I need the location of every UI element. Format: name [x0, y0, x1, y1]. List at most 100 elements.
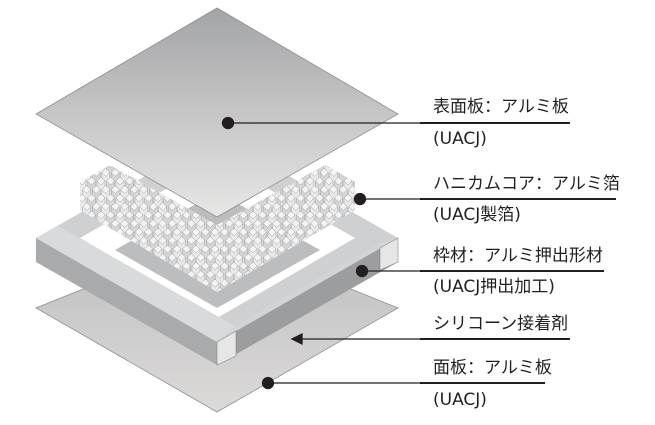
- honeycomb-cell-top: [281, 236, 291, 245]
- honeycomb-cell-top: [201, 261, 210, 271]
- label-underline: [420, 122, 570, 124]
- honeycomb-cell-top: [220, 261, 229, 271]
- honeycomb-cell-top: [125, 176, 134, 186]
- honeycomb-cell-top: [215, 253, 225, 262]
- honeycomb-cell-top: [234, 253, 244, 262]
- honeycomb-cell-top: [334, 193, 343, 203]
- label-bottom-plate-sub: (UACJ): [433, 390, 487, 410]
- honeycomb-cell-top: [87, 176, 96, 186]
- honeycomb-cell-top: [343, 165, 353, 169]
- honeycomb-cell-top: [329, 185, 339, 194]
- honeycomb-cell-top: [324, 193, 334, 203]
- label-underline: [420, 338, 570, 340]
- honeycomb-cell-top: [348, 168, 355, 177]
- honeycomb-cell-top: [262, 202, 272, 211]
- honeycomb-cell-top: [319, 202, 329, 211]
- honeycomb-cell-top: [182, 244, 191, 254]
- honeycomb-cell-top: [248, 244, 258, 254]
- honeycomb-cell-top: [110, 219, 120, 228]
- honeycomb-cell-top: [172, 227, 182, 237]
- label-top-plate: 表面板：アルミ板: [433, 97, 569, 117]
- honeycomb-cell-top: [229, 244, 239, 254]
- honeycomb-cell-top: [243, 219, 253, 228]
- top-face-plate: [35, 7, 399, 218]
- honeycomb-cell-top: [87, 193, 96, 203]
- honeycomb-cell-top: [310, 185, 320, 194]
- honeycomb-cell-top: [205, 270, 215, 279]
- honeycomb-cell-top: [96, 193, 106, 203]
- honeycomb-cell-top: [210, 261, 220, 271]
- honeycomb-cell-top: [338, 202, 348, 211]
- label-underline: [420, 382, 545, 384]
- honeycomb-cell-top: [148, 202, 158, 211]
- honeycomb-cell-top: [300, 185, 310, 194]
- honeycomb-cell-top: [291, 236, 301, 245]
- honeycomb-cell-top: [281, 219, 291, 228]
- honeycomb-cell-top: [305, 176, 315, 186]
- honeycomb-cell-top: [186, 219, 196, 228]
- honeycomb-cell-top: [277, 210, 286, 220]
- leader-dot-icon: [261, 376, 275, 390]
- honeycomb-cell-top: [305, 193, 315, 203]
- honeycomb-cell-top: [82, 168, 92, 177]
- honeycomb-cell-top: [106, 176, 115, 186]
- honeycomb-cell-top: [87, 165, 96, 169]
- honeycomb-cell-top: [158, 202, 168, 211]
- honeycomb-cell-top: [129, 219, 139, 228]
- honeycomb-cell-top: [324, 176, 334, 186]
- leader-arrow-icon: [290, 332, 303, 346]
- honeycomb-cell-top: [315, 176, 324, 186]
- honeycomb-cell-top: [296, 193, 305, 203]
- honeycomb-cell-top: [82, 185, 92, 194]
- honeycomb-cell-top: [96, 165, 106, 169]
- honeycomb-cell-top: [338, 185, 348, 194]
- honeycomb-cell-top: [144, 193, 153, 203]
- honeycomb-cell-top: [205, 236, 215, 245]
- honeycomb-cell-top: [91, 185, 101, 194]
- honeycomb-cell-top: [319, 219, 329, 228]
- honeycomb-cell-top: [291, 202, 301, 211]
- honeycomb-cell-top: [243, 236, 253, 245]
- leader-dot-icon: [353, 192, 367, 206]
- honeycomb-cell-top: [191, 244, 201, 254]
- honeycomb-cell-top: [129, 202, 139, 211]
- honeycomb-cell-top: [134, 193, 144, 203]
- honeycomb-cell-top: [96, 210, 106, 220]
- honeycomb-cell-top: [243, 253, 253, 262]
- label-adhesive: シリコーン接着剤: [433, 314, 569, 334]
- honeycomb-cell-top: [139, 236, 149, 245]
- honeycomb-cell-top: [319, 168, 329, 177]
- honeycomb-cell-top: [210, 227, 220, 237]
- honeycomb-cell-top: [234, 270, 244, 279]
- honeycomb-cell-top: [196, 219, 206, 228]
- honeycomb-cell-top: [153, 227, 163, 237]
- honeycomb-cell-top: [310, 219, 320, 228]
- honeycomb-cell-top: [300, 219, 310, 228]
- honeycomb-cell-top: [234, 219, 244, 228]
- honeycomb-cell-top: [167, 236, 177, 245]
- honeycomb-cell-top: [248, 261, 258, 271]
- honeycomb-cell-top: [253, 236, 263, 245]
- honeycomb-cell-top: [163, 244, 172, 254]
- honeycomb-cell-top: [215, 236, 225, 245]
- honeycomb-cell-top: [196, 236, 206, 245]
- honeycomb-cell-top: [329, 202, 339, 211]
- honeycomb-cell-top: [201, 227, 210, 237]
- honeycomb-cell-top: [177, 236, 187, 245]
- label-frame: 枠材：アルミ押出形材: [433, 246, 603, 266]
- honeycomb-cell-top: [191, 227, 201, 237]
- honeycomb-cell-top: [224, 253, 234, 262]
- honeycomb-cell-top: [239, 244, 248, 254]
- honeycomb-cell-top: [272, 219, 282, 228]
- honeycomb-cell-top: [153, 193, 163, 203]
- honeycomb-cell-top: [267, 244, 277, 254]
- honeycomb-cell-top: [125, 193, 134, 203]
- honeycomb-cell-top: [210, 278, 220, 288]
- honeycomb-cell-top: [148, 236, 158, 245]
- honeycomb-cell-top: [80, 165, 87, 169]
- honeycomb-cell-top: [348, 185, 355, 194]
- honeycomb-cell-top: [262, 253, 272, 262]
- honeycomb-cell-top: [110, 202, 120, 211]
- honeycomb-cell-top: [139, 202, 149, 211]
- honeycomb-cell-top: [286, 210, 296, 220]
